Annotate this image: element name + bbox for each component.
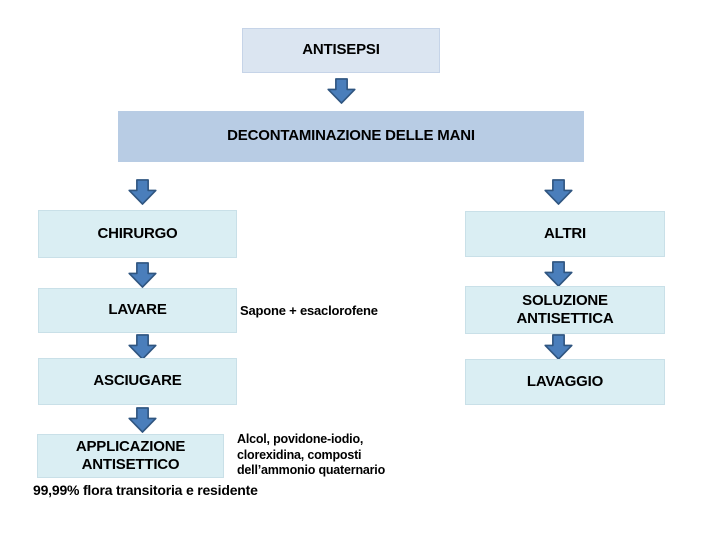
node-lavaggio: LAVAGGIO: [465, 359, 665, 405]
node-altri-label: ALTRI: [543, 224, 587, 242]
node-asciugare: ASCIUGARE: [38, 358, 237, 405]
down-arrow-icon: [327, 77, 356, 105]
node-applicazione-antisettico: APPLICAZIONE ANTISETTICO: [37, 434, 224, 478]
node-soluzione-antisettica: SOLUZIONE ANTISETTICA: [465, 286, 665, 334]
node-asciugare-label: ASCIUGARE: [93, 372, 182, 390]
node-decontaminazione-label: DECONTAMINAZIONE DELLE MANI: [227, 127, 475, 145]
node-applicazione-label: APPLICAZIONE ANTISETTICO: [75, 437, 186, 473]
down-arrow-icon: [544, 178, 573, 206]
down-arrow-icon: [544, 260, 573, 288]
node-chirurgo: CHIRURGO: [38, 210, 237, 258]
annotation-flora-percentuale: 99,99% flora transitoria e residente: [33, 482, 258, 498]
down-arrow-icon: [128, 178, 157, 206]
annotation-alcol-line: Alcol, povidone-iodio,: [237, 432, 364, 446]
annotation-alcol-antisettici: Alcol, povidone-iodio, clorexidina, comp…: [237, 432, 385, 479]
down-arrow-icon: [544, 333, 573, 361]
annotation-alcol-line: clorexidina, composti: [237, 447, 362, 462]
node-lavare: LAVARE: [38, 288, 237, 333]
node-soluzione-label: SOLUZIONE ANTISETTICA: [516, 291, 614, 327]
down-arrow-icon: [128, 261, 157, 289]
node-antisepsi-label: ANTISEPSI: [302, 41, 380, 59]
node-antisepsi: ANTISEPSI: [242, 28, 440, 73]
node-decontaminazione-delle-mani: DECONTAMINAZIONE DELLE MANI: [118, 111, 584, 162]
down-arrow-icon: [128, 333, 157, 361]
node-lavaggio-label: LAVAGGIO: [526, 372, 604, 390]
node-altri: ALTRI: [465, 211, 665, 257]
annotation-sapone-esaclorofene: Sapone + esaclorofene: [240, 303, 378, 318]
annotation-alcol-line: dell’ammonio quaternario: [237, 463, 386, 477]
node-lavare-label: LAVARE: [108, 301, 167, 319]
node-chirurgo-label: CHIRURGO: [97, 224, 178, 242]
down-arrow-icon: [128, 406, 157, 434]
